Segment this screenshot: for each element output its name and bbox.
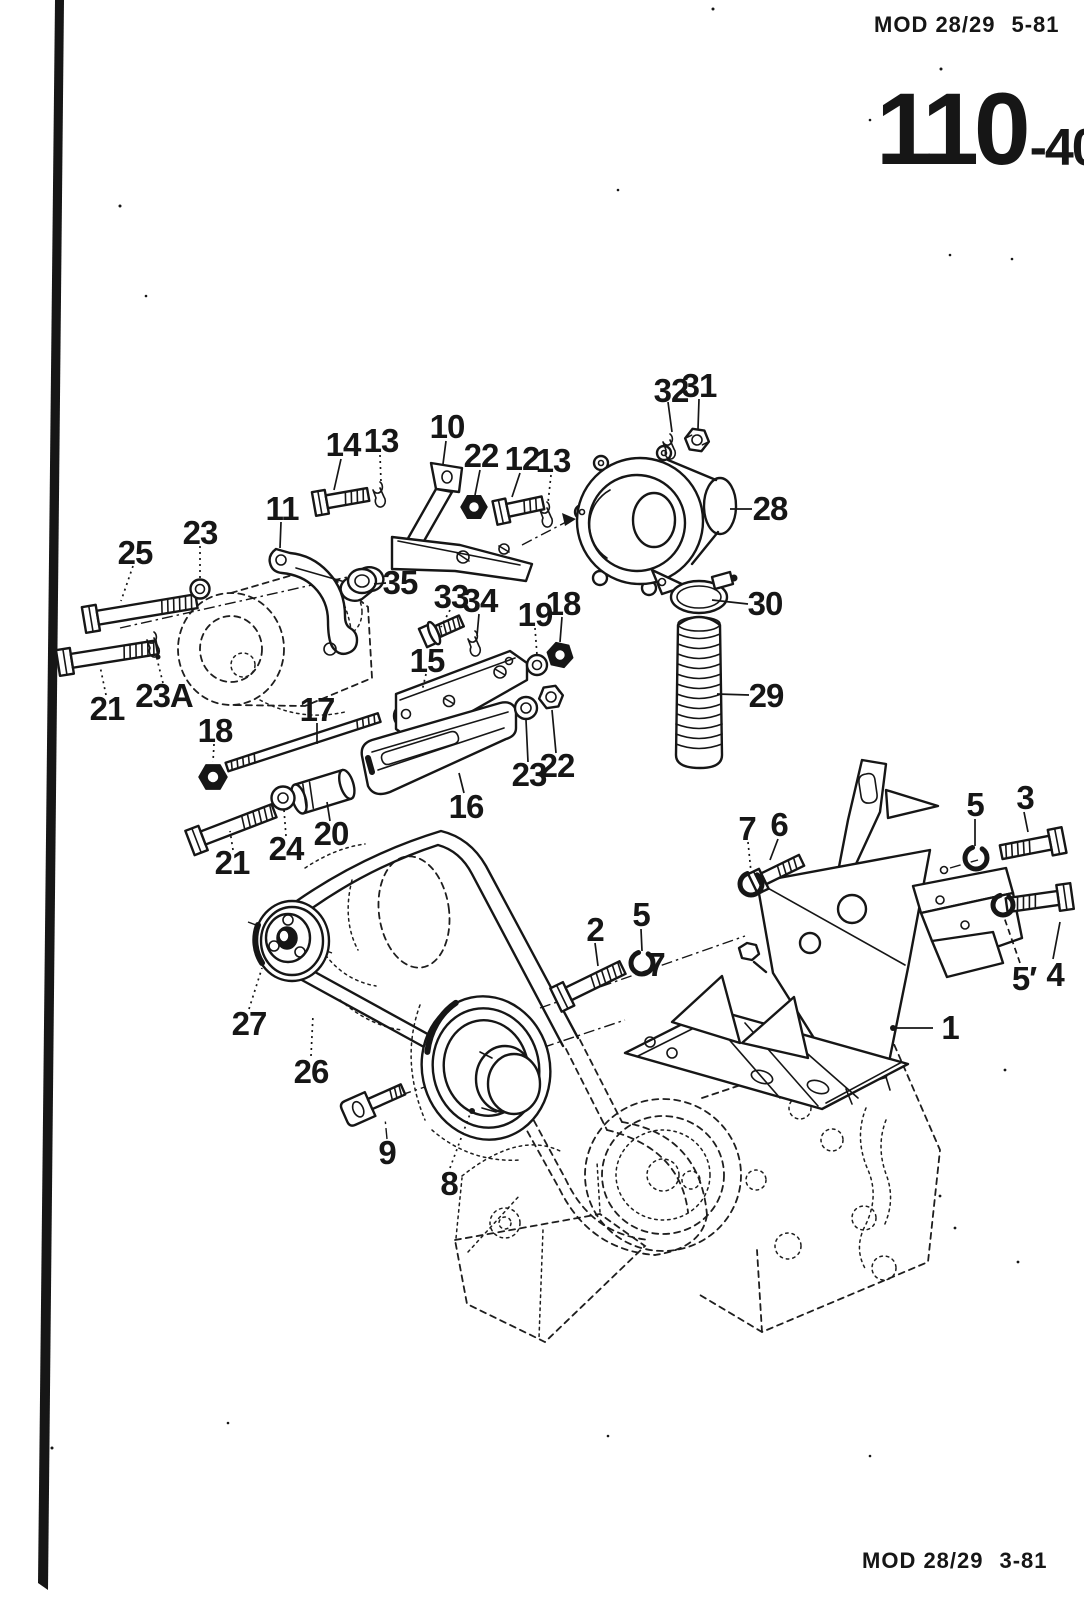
- callout-23A: 23A: [135, 677, 194, 714]
- nut-22-lower: [537, 684, 565, 710]
- spacer-bushing: [339, 566, 385, 602]
- upper-bracket: [390, 461, 534, 583]
- callout-11: 11: [265, 490, 300, 527]
- callout-33: 33: [433, 578, 470, 615]
- callout-5-a: 5: [966, 786, 984, 823]
- callout-24: 24: [268, 830, 305, 867]
- callout-14: 14: [325, 426, 362, 463]
- callout-31: 31: [681, 367, 718, 404]
- callout-7-a: 7: [738, 810, 756, 847]
- callout-3: 3: [1016, 779, 1034, 816]
- section-number: 110 -40: [876, 72, 1084, 186]
- callout-leader-lines: [99, 398, 1061, 1169]
- callout-21-b: 21: [214, 844, 251, 881]
- page-header: MOD 28/29 5-81: [874, 12, 1060, 38]
- callout-9: 9: [378, 1134, 396, 1171]
- nut-18-lower: [198, 764, 228, 790]
- callout-4: 4: [1046, 956, 1064, 993]
- strap-bracket: [268, 547, 359, 656]
- callout-32: 32: [653, 372, 690, 409]
- callout-12: 12: [504, 440, 541, 477]
- callout-23-a: 23: [182, 514, 219, 551]
- bolt-25: [80, 593, 199, 635]
- header-model-code: MOD 28/29: [874, 12, 996, 37]
- callout-5-b: 5: [632, 896, 650, 933]
- callout-6: 6: [770, 806, 788, 843]
- bolt-3: [998, 826, 1068, 861]
- callout-1: 1: [941, 1009, 959, 1046]
- retaining-clips: [146, 433, 677, 658]
- callout-27: 27: [231, 1005, 268, 1042]
- callout-7-b: 7: [647, 946, 665, 983]
- section-number-main: 110: [876, 72, 1031, 186]
- callout-13-a: 13: [363, 422, 400, 459]
- callout-20: 20: [313, 815, 350, 852]
- socket-bolt-9: [339, 1083, 407, 1127]
- bolt-21-upper: [54, 639, 160, 678]
- callout-25: 25: [117, 534, 154, 571]
- callout-26: 26: [293, 1053, 330, 1090]
- nut-22-upper: [460, 494, 488, 520]
- lock-washers: [628, 844, 1016, 977]
- callout-23-b: 23: [511, 756, 548, 793]
- bolt-2: [549, 960, 627, 1013]
- callout-8: 8: [440, 1165, 458, 1202]
- corrugated-hose: [674, 615, 724, 770]
- callout-18-b: 18: [197, 712, 234, 749]
- footer-revision-code: 3-81: [999, 1548, 1048, 1573]
- pump-housing: [573, 444, 738, 597]
- screw-33: [417, 614, 466, 649]
- callout-22-b: 22: [539, 747, 576, 784]
- slide-rail: [360, 701, 518, 796]
- bolt-12: [491, 495, 546, 526]
- callout-18-a: 18: [545, 585, 582, 622]
- callout-30: 30: [747, 585, 784, 622]
- callout-2: 2: [586, 911, 604, 948]
- spacer-tube: [290, 768, 356, 815]
- flat-washers: [189, 578, 549, 811]
- adjusting-bracket: [392, 649, 529, 745]
- mounting-bracket: [737, 758, 1024, 1091]
- bolt-14: [310, 486, 371, 518]
- scan-speckles: [50, 7, 1020, 1458]
- base-plate: [623, 974, 910, 1111]
- callout-35: 35: [382, 564, 419, 601]
- callout-34: 34: [462, 582, 499, 619]
- callout-29: 29: [748, 677, 785, 714]
- binding-edge-bar: [38, 0, 64, 1590]
- callout-21-a: 21: [89, 690, 126, 727]
- callout-15: 15: [409, 642, 446, 679]
- nut-18-upper: [546, 641, 574, 669]
- callout-28: 28: [752, 490, 789, 527]
- bolt-4: [1004, 881, 1076, 914]
- bolt-21-lower: [184, 803, 278, 857]
- callout-17: 17: [299, 691, 336, 728]
- page-footer: MOD 28/29 3-81: [862, 1548, 1048, 1574]
- callout-13-b: 13: [535, 442, 572, 479]
- callout-16: 16: [448, 788, 485, 825]
- hose-clamp: [669, 570, 738, 615]
- footer-model-code: MOD 28/29: [862, 1548, 984, 1573]
- header-revision-code: 5-81: [1011, 12, 1060, 37]
- callout-5-prime: 5′: [1011, 960, 1037, 997]
- nut-31: [683, 427, 711, 453]
- callout-10: 10: [429, 408, 466, 445]
- callout-22-a: 22: [463, 437, 500, 474]
- small-pulley: [252, 899, 331, 983]
- section-number-suffix: -40: [1029, 119, 1084, 177]
- threaded-stud: [224, 712, 382, 773]
- callout-19: 19: [517, 596, 554, 633]
- ghost-engine-block: [410, 1004, 941, 1344]
- large-pulley: [420, 995, 552, 1141]
